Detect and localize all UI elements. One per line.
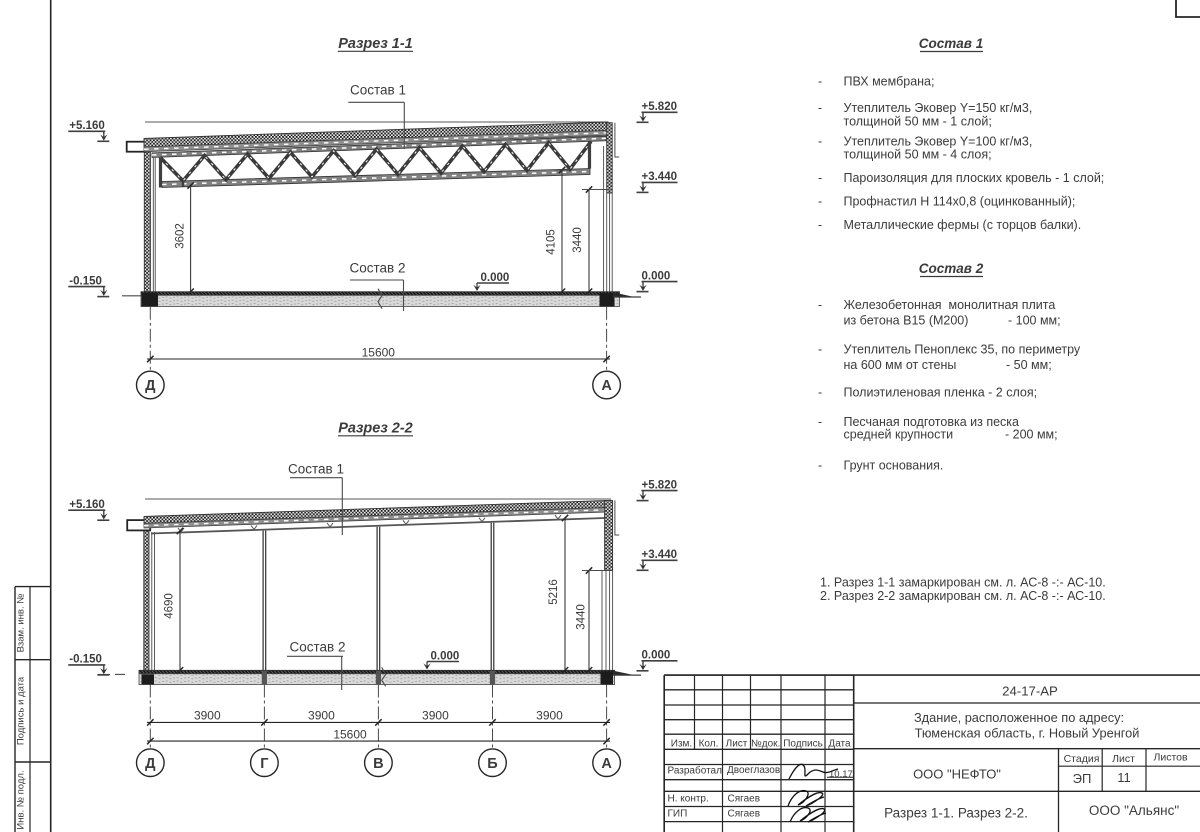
svg-text:-: - xyxy=(818,75,822,89)
svg-text:Подпись: Подпись xyxy=(783,738,823,749)
svg-text:Утеплитель Эковер Y=150 кг/м3,: Утеплитель Эковер Y=150 кг/м3, xyxy=(844,101,1033,115)
svg-text:Инв. № подл.: Инв. № подл. xyxy=(16,770,27,829)
svg-text:Полиэтиленовая пленка - 2 слоя: Полиэтиленовая пленка - 2 слоя; xyxy=(844,386,1038,400)
svg-text:А: А xyxy=(601,756,612,772)
svg-text:Сягаев: Сягаев xyxy=(728,794,761,805)
svg-text:Б: Б xyxy=(487,756,497,772)
svg-text:-: - xyxy=(818,459,822,473)
svg-text:-: - xyxy=(818,101,822,115)
svg-text:+5.820: +5.820 xyxy=(642,101,678,113)
svg-text:Д: Д xyxy=(145,756,156,772)
svg-text:Состав 1: Состав 1 xyxy=(919,36,983,51)
svg-text:1. Разрез 1-1 замаркирован см.: 1. Разрез 1-1 замаркирован см. л. АС-8 -… xyxy=(820,576,1106,590)
svg-text:+5.160: +5.160 xyxy=(69,120,105,132)
svg-text:3900: 3900 xyxy=(194,709,221,723)
svg-text:Здание, расположенное по адрес: Здание, расположенное по адресу: xyxy=(914,710,1124,725)
svg-text:Состав 2: Состав 2 xyxy=(290,640,346,655)
svg-text:Листов: Листов xyxy=(1153,752,1188,764)
svg-text:-: - xyxy=(818,135,822,149)
svg-text:ООО "Альянс": ООО "Альянс" xyxy=(1089,803,1179,818)
svg-text:3900: 3900 xyxy=(308,709,335,723)
svg-text:Г: Г xyxy=(260,756,268,772)
svg-text:+3.440: +3.440 xyxy=(642,549,678,561)
svg-text:ПВХ мембрана;: ПВХ мембрана; xyxy=(844,75,935,89)
svg-text:Лист: Лист xyxy=(726,738,748,749)
svg-text:Утеплитель Эковер Y=100 кг/м3,: Утеплитель Эковер Y=100 кг/м3, xyxy=(844,135,1033,149)
svg-text:3900: 3900 xyxy=(422,709,449,723)
svg-text:Н. контр.: Н. контр. xyxy=(668,794,709,805)
svg-text:-: - xyxy=(818,218,822,232)
svg-text:4105: 4105 xyxy=(546,229,558,255)
svg-text:Тюменская область, г. Новый Ур: Тюменская область, г. Новый Уренгой xyxy=(915,726,1140,741)
svg-text:Пароизоляция для плоских крове: Пароизоляция для плоских кровель - 1 сло… xyxy=(844,171,1105,185)
svg-text:-: - xyxy=(818,415,822,429)
svg-text:Д: Д xyxy=(145,378,156,394)
svg-text:- 100 мм;: - 100 мм; xyxy=(1008,314,1061,328)
svg-text:3440: 3440 xyxy=(576,604,588,630)
svg-text:2. Разрез 2-2 замаркирован см.: 2. Разрез 2-2 замаркирован см. л. АС-8 -… xyxy=(820,589,1106,603)
svg-text:Железобетонная монолитная пли: Железобетонная монолитная плита xyxy=(844,298,1056,312)
svg-text:-: - xyxy=(818,343,822,357)
svg-text:толщиной 50 мм - 1 слой;: толщиной 50 мм - 1 слой; xyxy=(844,115,992,129)
svg-text:+3.440: +3.440 xyxy=(642,171,678,183)
svg-text:-: - xyxy=(818,298,822,312)
svg-text:Изм.: Изм. xyxy=(671,738,692,749)
svg-text:- 50 мм;: - 50 мм; xyxy=(1006,358,1052,372)
svg-text:ООО "НЕФТО": ООО "НЕФТО" xyxy=(913,767,1001,782)
svg-text:Стадия: Стадия xyxy=(1064,753,1100,765)
svg-text:0.000: 0.000 xyxy=(481,272,510,284)
svg-text:толщиной 50 мм - 4 слоя;: толщиной 50 мм - 4 слоя; xyxy=(844,148,992,162)
svg-text:+5.820: +5.820 xyxy=(642,479,678,491)
svg-text:-0.150: -0.150 xyxy=(69,275,102,287)
svg-text:-: - xyxy=(818,195,822,209)
svg-text:Состав 1: Состав 1 xyxy=(350,83,406,98)
svg-text:Песчаная подготовка из песка: Песчаная подготовка из песка xyxy=(844,415,1020,429)
svg-text:ГИП: ГИП xyxy=(668,809,688,820)
svg-text:В: В xyxy=(373,756,383,772)
svg-text:Подпись и дата: Подпись и дата xyxy=(16,676,27,745)
svg-text:0.000: 0.000 xyxy=(431,650,460,662)
svg-text:+5.160: +5.160 xyxy=(69,499,105,511)
svg-text:10.17: 10.17 xyxy=(829,769,853,780)
svg-text:3602: 3602 xyxy=(175,223,187,249)
svg-text:Разрез 1-1. Разрез 2-2.: Разрез 1-1. Разрез 2-2. xyxy=(884,806,1028,821)
svg-text:Дата: Дата xyxy=(828,738,851,749)
svg-text:Сягаев: Сягаев xyxy=(728,809,761,820)
svg-text:Взам. инв. №: Взам. инв. № xyxy=(16,594,27,653)
svg-text:15600: 15600 xyxy=(333,727,367,741)
svg-text:Утеплитель Пеноплекс 35, по пе: Утеплитель Пеноплекс 35, по периметру xyxy=(844,343,1081,357)
svg-text:Кол.: Кол. xyxy=(699,738,719,749)
svg-text:№док.: №док. xyxy=(751,738,780,749)
svg-text:15600: 15600 xyxy=(362,345,396,359)
svg-text:Состав 2: Состав 2 xyxy=(919,261,984,276)
svg-text:4690: 4690 xyxy=(164,593,176,619)
svg-text:24-17-АР: 24-17-АР xyxy=(1002,684,1058,699)
svg-text:Разработал: Разработал xyxy=(668,765,723,777)
svg-text:3440: 3440 xyxy=(572,227,584,253)
svg-text:-0.150: -0.150 xyxy=(69,654,102,666)
svg-text:средней крупности: средней крупности xyxy=(844,428,954,442)
svg-text:0.000: 0.000 xyxy=(642,650,671,662)
svg-text:- 200 мм;: - 200 мм; xyxy=(1005,428,1058,442)
svg-text:0.000: 0.000 xyxy=(642,270,671,282)
svg-text:-: - xyxy=(818,386,822,400)
svg-text:Разрез 1-1: Разрез 1-1 xyxy=(338,36,412,52)
svg-text:11: 11 xyxy=(1117,770,1131,785)
svg-text:-: - xyxy=(818,171,822,185)
svg-text:Профнастил Н 114х0,8 (оцинкова: Профнастил Н 114х0,8 (оцинкованный); xyxy=(844,195,1076,209)
svg-text:А: А xyxy=(601,378,612,394)
svg-text:ЭП: ЭП xyxy=(1073,771,1092,786)
svg-text:Состав 2: Состав 2 xyxy=(350,261,406,276)
svg-text:3900: 3900 xyxy=(536,709,563,723)
svg-text:Лист: Лист xyxy=(1112,753,1135,765)
svg-text:Разрез 2-2: Разрез 2-2 xyxy=(338,421,412,437)
svg-text:Грунт основания.: Грунт основания. xyxy=(844,459,944,473)
svg-text:Двоеглазов: Двоеглазов xyxy=(727,765,780,776)
svg-text:из бетона В15 (М200): из бетона В15 (М200) xyxy=(844,314,969,328)
svg-text:на 600 мм от стены: на 600 мм от стены xyxy=(844,358,957,372)
svg-text:Металлические фермы (с торцов: Металлические фермы (с торцов балки). xyxy=(844,218,1082,232)
svg-text:Состав 1: Состав 1 xyxy=(288,462,344,477)
svg-text:5216: 5216 xyxy=(548,579,560,605)
